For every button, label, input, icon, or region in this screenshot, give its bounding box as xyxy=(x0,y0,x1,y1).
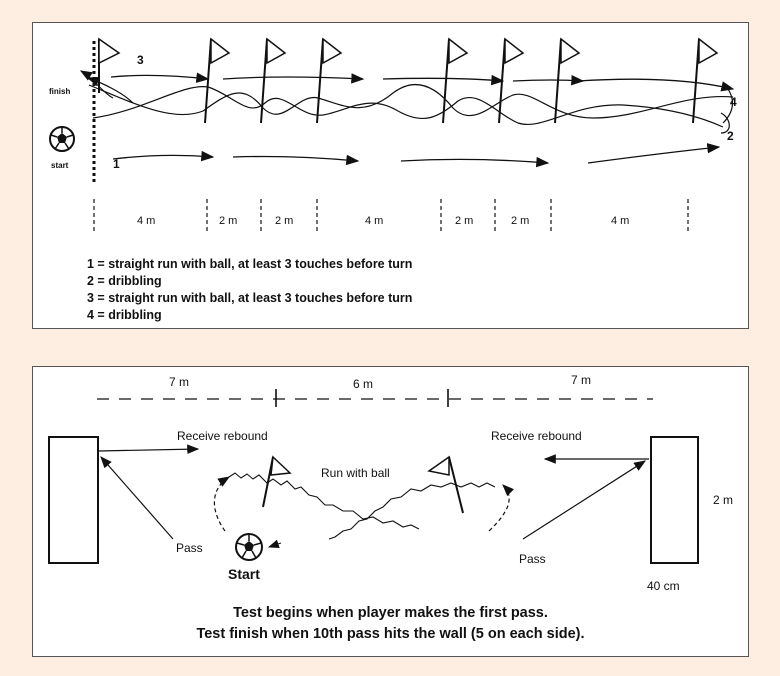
finish-label: finish xyxy=(49,87,71,96)
start-label: start xyxy=(51,161,69,170)
distance-label: 2 m xyxy=(455,215,474,227)
ball-icon xyxy=(49,126,75,152)
test-caption: Test begins when player makes the first … xyxy=(33,603,748,645)
legend-item: 3 = straight run with ball, at least 3 t… xyxy=(87,291,413,305)
dribbling-paths xyxy=(79,70,734,134)
flag-1 xyxy=(98,37,121,93)
legend-item: 1 = straight run with ball, at least 3 t… xyxy=(87,257,413,271)
distance-label: 4 m xyxy=(365,215,384,227)
legend-item: 4 = dribbling xyxy=(87,308,162,322)
route-1-arrows xyxy=(112,143,721,168)
run-with-ball-label: Run with ball xyxy=(321,466,390,480)
distance-label: 4 m xyxy=(611,215,630,227)
start-label: Start xyxy=(228,566,260,582)
ball-icon xyxy=(235,533,263,561)
run-with-ball-path xyxy=(228,472,496,549)
route-3-arrows xyxy=(110,72,735,92)
legend-item: 2 = dribbling xyxy=(87,274,162,288)
distance-label: 7 m xyxy=(571,373,592,387)
route-label-4: 4 xyxy=(730,95,737,109)
wall-right xyxy=(650,436,699,564)
pass-right-label: Pass xyxy=(519,552,546,566)
route-label-2: 2 xyxy=(727,129,734,143)
route-label-1: 1 xyxy=(113,157,120,171)
wall-pass-test-diagram: 7 m 6 m 7 m Receive rebound Receive rebo… xyxy=(32,366,749,657)
receive-rebound-right-label: Receive rebound xyxy=(491,429,582,443)
slalom-test-diagram: 3 1 2 4 finish start 4 m 2 m 2 m 4 m 2 m… xyxy=(32,22,749,329)
flag-3 xyxy=(260,37,287,124)
distance-label: 6 m xyxy=(353,377,374,391)
slalom-course-drawing xyxy=(49,37,735,233)
wall-pass-drawing xyxy=(48,389,699,564)
legend: 1 = straight run with ball, at least 3 t… xyxy=(87,256,412,324)
receive-rebound-left-label: Receive rebound xyxy=(177,429,268,443)
distance-ticks xyxy=(93,199,689,233)
wall-left xyxy=(48,436,99,564)
distance-label: 2 m xyxy=(275,215,294,227)
distance-label: 2 m xyxy=(219,215,238,227)
route-label-3: 3 xyxy=(137,53,144,67)
distance-label: 7 m xyxy=(169,375,190,389)
caption-line: Test begins when player makes the first … xyxy=(233,605,548,621)
caption-line: Test finish when 10th pass hits the wall… xyxy=(196,626,585,642)
distance-label: 2 m xyxy=(511,215,530,227)
pass-left-label: Pass xyxy=(176,541,203,555)
distance-label: 4 m xyxy=(137,215,156,227)
wall-height-label: 2 m xyxy=(713,493,734,507)
wall-width-label: 40 cm xyxy=(647,579,680,593)
pass-arrows xyxy=(97,444,649,540)
flag-2 xyxy=(204,37,231,124)
flag-8 xyxy=(692,37,719,124)
flag-4 xyxy=(316,37,343,124)
flag-5 xyxy=(442,37,469,124)
